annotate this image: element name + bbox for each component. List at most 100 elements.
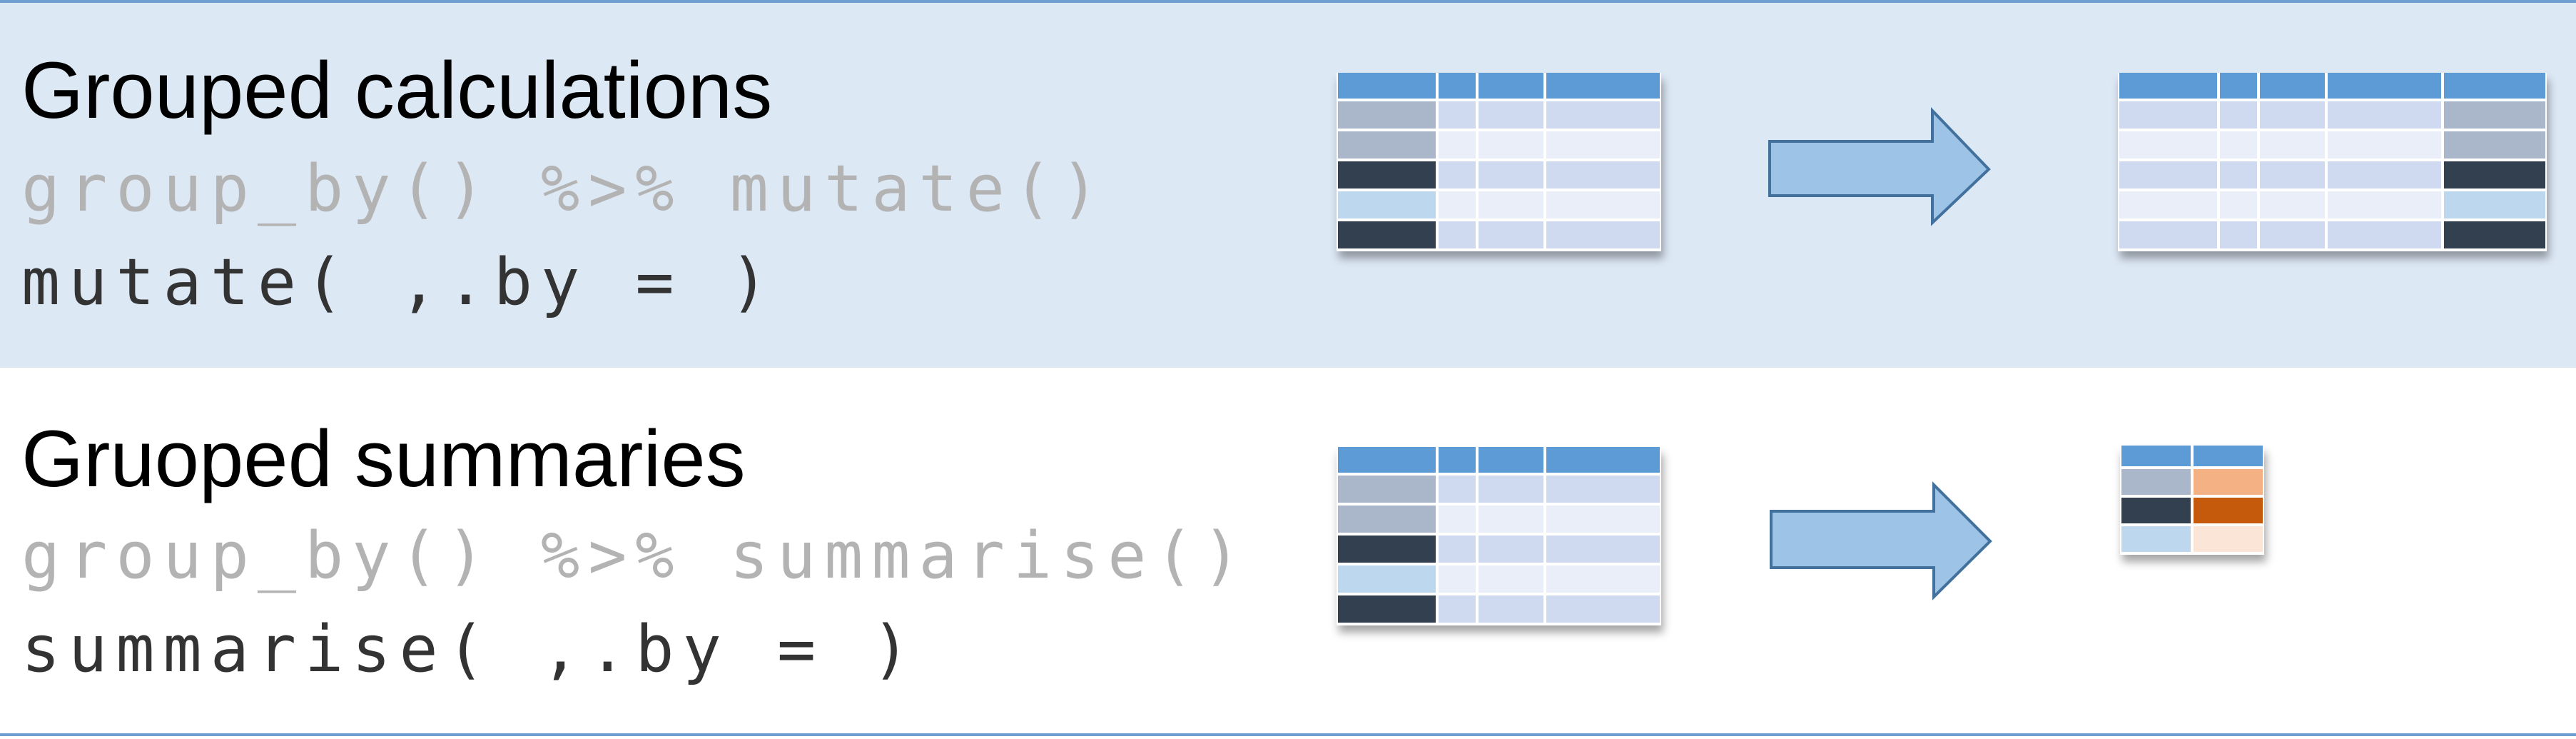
table-cell — [2119, 101, 2217, 129]
table-cell — [1546, 161, 1660, 188]
summary-input-table-icon — [1337, 447, 1661, 625]
table-cell — [1439, 191, 1476, 218]
table-cell — [1439, 221, 1476, 248]
table-cell — [1338, 101, 1436, 129]
summary-right-arrow-icon — [1770, 481, 1992, 600]
table-cell — [1546, 131, 1660, 159]
table-cell — [1546, 221, 1660, 248]
table-cell — [2194, 469, 2263, 495]
table-cell — [2328, 191, 2441, 218]
table-cell — [2220, 191, 2257, 218]
calculations-by-code: mutate( ,.by = ) — [21, 245, 777, 320]
table-header-cell — [2328, 73, 2441, 99]
table-cell — [1439, 101, 1476, 129]
calc-output-table-icon — [2118, 73, 2547, 251]
table-cell — [1338, 565, 1436, 593]
table-cell — [1338, 595, 1436, 623]
table-cell — [1479, 221, 1543, 248]
table-cell — [2328, 131, 2441, 159]
table-cell — [1479, 191, 1543, 218]
table-cell — [1479, 536, 1543, 563]
calc-input-table-icon — [1337, 73, 1661, 251]
table-header-cell — [1546, 447, 1660, 473]
table-cell — [2444, 221, 2545, 248]
table-header-cell — [1546, 73, 1660, 99]
table-cell — [2444, 101, 2545, 129]
table-cell — [2328, 161, 2441, 188]
table-header-cell — [1338, 73, 1436, 99]
table-cell — [1439, 131, 1476, 159]
table-cell — [1546, 595, 1660, 623]
table-cell — [2220, 101, 2257, 129]
summaries-by-code: summarise( ,.by = ) — [21, 612, 919, 687]
table-cell — [1338, 536, 1436, 563]
table-cell — [2119, 191, 2217, 218]
table-cell — [1338, 191, 1436, 218]
bottom-rule — [0, 733, 2576, 736]
table-cell — [2328, 101, 2441, 129]
table-cell — [2194, 526, 2263, 552]
table-cell — [2444, 161, 2545, 188]
table-cell — [1439, 595, 1476, 623]
table-header-cell — [2121, 446, 2191, 466]
table-cell — [2194, 498, 2263, 523]
table-cell — [1479, 101, 1543, 129]
table-header-cell — [2119, 73, 2217, 99]
table-cell — [2444, 191, 2545, 218]
table-cell — [2119, 221, 2217, 248]
table-header-cell — [1439, 73, 1476, 99]
table-header-cell — [1338, 447, 1436, 473]
table-cell — [2121, 498, 2191, 523]
table-cell — [1338, 221, 1436, 248]
table-cell — [1338, 506, 1436, 533]
table-cell — [1338, 161, 1436, 188]
table-cell — [1479, 506, 1543, 533]
summaries-pipe-code: group_by() %>% summarise() — [21, 518, 1249, 593]
calculations-title: Grouped calculations — [21, 46, 773, 135]
table-cell — [1479, 476, 1543, 503]
table-cell — [2328, 221, 2441, 248]
table-cell — [1546, 476, 1660, 503]
table-cell — [1546, 565, 1660, 593]
table-header-cell — [2444, 73, 2545, 99]
table-cell — [2121, 526, 2191, 552]
calculations-pipe-code: group_by() %>% mutate() — [21, 151, 1108, 226]
table-cell — [1439, 506, 1476, 533]
table-cell — [1338, 476, 1436, 503]
table-cell — [1546, 101, 1660, 129]
table-cell — [2220, 131, 2257, 159]
table-cell — [1439, 161, 1476, 188]
table-cell — [2119, 131, 2217, 159]
table-cell — [2260, 161, 2325, 188]
table-header-cell — [1439, 447, 1476, 473]
table-cell — [2119, 161, 2217, 188]
table-cell — [2220, 161, 2257, 188]
table-cell — [2260, 101, 2325, 129]
table-cell — [1338, 131, 1436, 159]
table-cell — [1546, 191, 1660, 218]
table-cell — [1546, 506, 1660, 533]
summaries-title: Gruoped summaries — [21, 414, 746, 503]
table-cell — [1479, 131, 1543, 159]
table-cell — [2121, 469, 2191, 495]
table-cell — [1479, 595, 1543, 623]
table-cell — [1479, 161, 1543, 188]
table-cell — [2260, 191, 2325, 218]
table-header-cell — [1479, 73, 1543, 99]
table-cell — [2260, 221, 2325, 248]
table-cell — [1479, 565, 1543, 593]
calc-right-arrow-icon — [1768, 107, 1991, 226]
table-header-cell — [2260, 73, 2325, 99]
table-header-cell — [2220, 73, 2257, 99]
table-cell — [2260, 131, 2325, 159]
table-cell — [1546, 536, 1660, 563]
table-cell — [1439, 565, 1476, 593]
table-header-cell — [1479, 447, 1543, 473]
table-cell — [1439, 476, 1476, 503]
table-header-cell — [2194, 446, 2263, 466]
table-cell — [1439, 536, 1476, 563]
summary-output-table-icon — [2120, 446, 2264, 555]
table-cell — [2220, 221, 2257, 248]
table-cell — [2444, 131, 2545, 159]
